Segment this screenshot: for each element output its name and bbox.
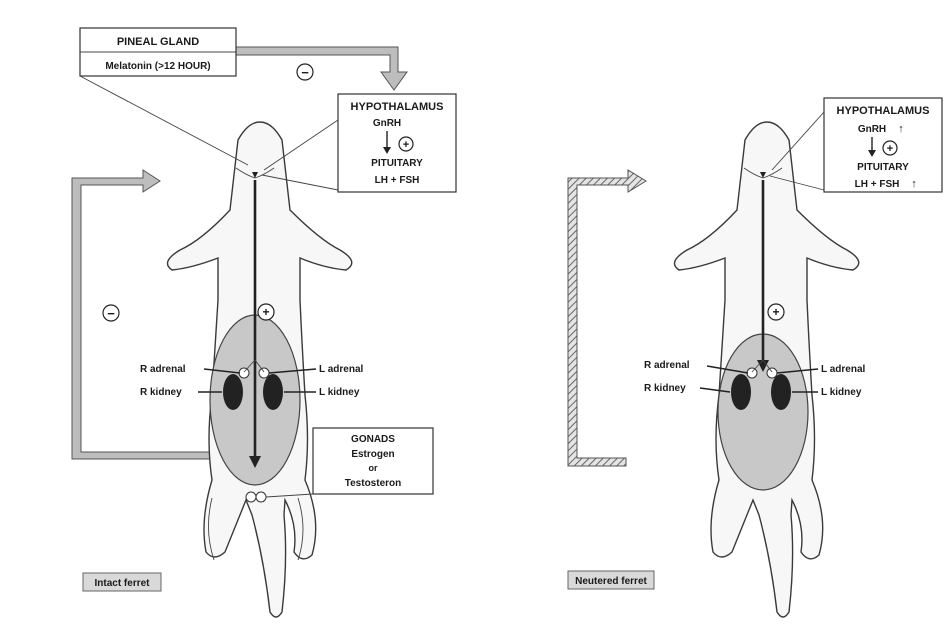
- neutered-signs: +: [768, 304, 784, 320]
- intact-ferret-panel: PINEAL GLAND Melatonin (>12 HOUR) HYPOTH…: [72, 28, 456, 617]
- neutered-pituitary: PITUITARY: [857, 162, 909, 173]
- neutered-l-adrenal-organ: [767, 368, 777, 378]
- neutered-feedback-arrow: [568, 170, 646, 466]
- intact-l-adrenal-label: L adrenal: [319, 364, 363, 375]
- neutered-l-adrenal-label: L adrenal: [821, 364, 865, 375]
- intact-hypothalamus: HYPOTHALAMUS: [351, 101, 444, 113]
- r-adrenal-organ: [239, 368, 249, 378]
- intact-r-kidney-label: R kidney: [140, 387, 182, 398]
- pineal-gland-box: PINEAL GLAND Melatonin (>12 HOUR): [80, 28, 248, 165]
- neutered-r-kidney-label: R kidney: [644, 383, 686, 394]
- neutered-ferret-panel: HYPOTHALAMUS GnRH ↑ + PITUITARY LH + FSH…: [568, 98, 942, 617]
- intact-l-kidney-label: L kidney: [319, 387, 360, 398]
- intact-gnrh: GnRH: [373, 118, 401, 129]
- gonads-line1: Estrogen: [351, 449, 394, 460]
- pineal-feedback-arrow: [236, 47, 407, 90]
- neutered-l-kidney-organ: [771, 374, 791, 410]
- neutered-hypothalamus: HYPOTHALAMUS: [837, 105, 930, 117]
- pineal-feedback-sign: −: [301, 65, 309, 80]
- intact-caption-text: Intact ferret: [94, 578, 150, 589]
- neutered-r-adrenal-label: R adrenal: [644, 360, 690, 371]
- intact-pituitary: PITUITARY: [371, 158, 423, 169]
- gonad-feedback-sign: −: [107, 306, 115, 321]
- intact-axis-sign: +: [262, 305, 269, 319]
- gonads-line3: Testosteron: [345, 478, 402, 489]
- intact-r-adrenal-label: R adrenal: [140, 364, 186, 375]
- neutered-caption-text: Neutered ferret: [575, 576, 647, 587]
- neutered-lh-fsh: LH + FSH: [855, 179, 900, 190]
- neutered-r-kidney-organ: [731, 374, 751, 410]
- gonads-line2: or: [369, 463, 378, 473]
- neutered-hpg-box: HYPOTHALAMUS GnRH ↑ + PITUITARY LH + FSH…: [770, 98, 942, 192]
- neutered-lh-fsh-up: ↑: [911, 178, 917, 190]
- pineal-title: PINEAL GLAND: [117, 36, 199, 48]
- pineal-sub: Melatonin (>12 HOUR): [105, 61, 210, 72]
- l-adrenal-organ: [259, 368, 269, 378]
- intact-lh-fsh: LH + FSH: [375, 175, 420, 186]
- neutered-gnrh: GnRH: [858, 124, 886, 135]
- intact-gnrh-sign: +: [403, 139, 409, 151]
- neutered-gnrh-sign: +: [887, 143, 893, 155]
- gonad-feedback-arrow: [72, 170, 224, 459]
- neutered-axis-sign: +: [772, 305, 779, 319]
- neutered-gnrh-up: ↑: [898, 123, 904, 135]
- intact-hpg-box: HYPOTHALAMUS GnRH + PITUITARY LH + FSH: [262, 94, 456, 192]
- r-kidney-organ: [223, 374, 243, 410]
- neutered-r-adrenal-organ: [747, 368, 757, 378]
- neutered-l-kidney-label: L kidney: [821, 387, 862, 398]
- neutered-caption: Neutered ferret: [568, 571, 654, 589]
- gonads-title: GONADS: [351, 434, 395, 445]
- l-kidney-organ: [263, 374, 283, 410]
- intact-caption: Intact ferret: [83, 573, 161, 591]
